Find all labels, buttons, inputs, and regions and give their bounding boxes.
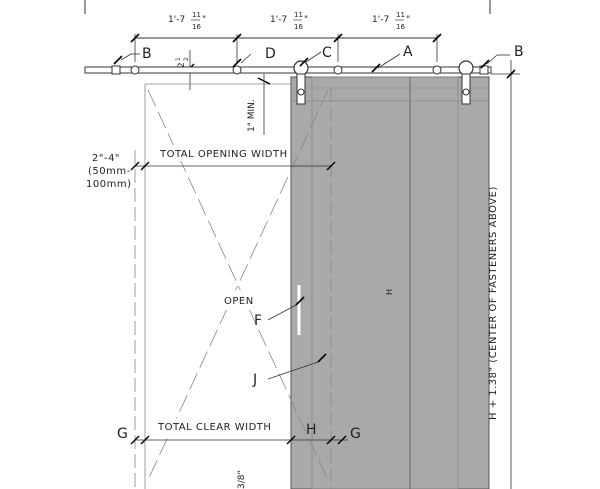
frac-num-1: 11 — [192, 11, 201, 19]
tick — [130, 161, 140, 171]
tick — [337, 435, 347, 445]
svg-text:2: 2 — [183, 57, 190, 61]
tick — [333, 33, 343, 43]
tick — [506, 69, 516, 79]
tick — [140, 435, 150, 445]
min-clear-label: 1" MIN. — [247, 99, 257, 132]
spacer — [333, 65, 343, 75]
tick — [113, 55, 123, 65]
leader-b-left — [120, 53, 132, 61]
tick — [371, 63, 381, 73]
tick — [140, 161, 150, 171]
hanger-left — [293, 60, 309, 105]
label-d: D — [265, 46, 276, 62]
tick — [232, 58, 242, 68]
spacer-b-left — [130, 65, 140, 75]
spacer — [432, 65, 442, 75]
svg-text:2: 2 — [177, 62, 187, 68]
height-label: H + 1.38" (CENTER OF FASTENERS ABOVE) — [488, 186, 499, 420]
tick — [130, 33, 140, 43]
svg-text:1: 1 — [175, 57, 182, 61]
inch-mark-2: " — [304, 15, 308, 25]
tick — [480, 59, 490, 69]
clear-width-bg — [152, 418, 280, 434]
hanger-right — [458, 60, 474, 105]
open-label: OPEN — [224, 296, 254, 307]
overlap-label: 2"-4" — [92, 153, 120, 164]
frac-den-3: 16 — [396, 23, 405, 31]
overlap-metric-1: (50mm- — [88, 166, 131, 177]
leader-d — [240, 53, 252, 64]
tick — [130, 435, 140, 445]
track-rail — [84, 66, 492, 74]
label-f: F — [254, 313, 262, 329]
opening-width-label: TOTAL OPENING WIDTH — [159, 149, 288, 160]
tick — [326, 435, 336, 445]
open-label-bg — [216, 290, 260, 310]
frac-num-3: 11 — [396, 11, 405, 19]
leader-c — [305, 51, 322, 63]
inch-mark-1: " — [202, 15, 206, 25]
inch-mark-3: " — [406, 15, 410, 25]
frac-den-2: 16 — [294, 23, 303, 31]
label-g-left: G — [117, 426, 128, 442]
spacer-d — [232, 65, 242, 75]
tick — [286, 435, 296, 445]
end-stop-left — [111, 65, 121, 75]
tick — [317, 353, 327, 363]
tick — [232, 33, 242, 43]
overlap-metric-2: 100mm) — [86, 179, 131, 190]
tick — [299, 57, 309, 67]
leader-a — [377, 53, 401, 69]
spacing-text-3: 1'-7 — [372, 15, 389, 25]
opening-width-bg — [155, 145, 289, 161]
bottom-partial-label: 3/8" — [237, 470, 247, 489]
leader-f — [267, 304, 297, 321]
label-c: C — [322, 45, 332, 61]
clear-width-label: TOTAL CLEAR WIDTH — [157, 422, 271, 433]
label-g-right: G — [350, 426, 361, 442]
door-panel — [290, 76, 490, 489]
label-b-right: B — [514, 44, 524, 60]
frac-num-2: 11 — [294, 11, 303, 19]
label-a: A — [403, 44, 413, 60]
frac-den-1: 16 — [192, 23, 201, 31]
spacing-text-2: 1'-7 — [270, 15, 287, 25]
label-b-left: B — [142, 46, 152, 62]
label-j: J — [252, 372, 257, 388]
leader-b-right — [486, 54, 498, 65]
clear-h-label: H — [306, 422, 317, 438]
door-h-label: H — [385, 289, 394, 295]
door-inner-panel — [311, 76, 459, 489]
leader-j — [267, 361, 319, 380]
tick — [326, 161, 336, 171]
tick — [432, 33, 442, 43]
spacing-text-1: 1'-7 — [168, 15, 185, 25]
tick — [295, 296, 305, 306]
rail-offset-label: 2 1 2 — [175, 57, 190, 68]
